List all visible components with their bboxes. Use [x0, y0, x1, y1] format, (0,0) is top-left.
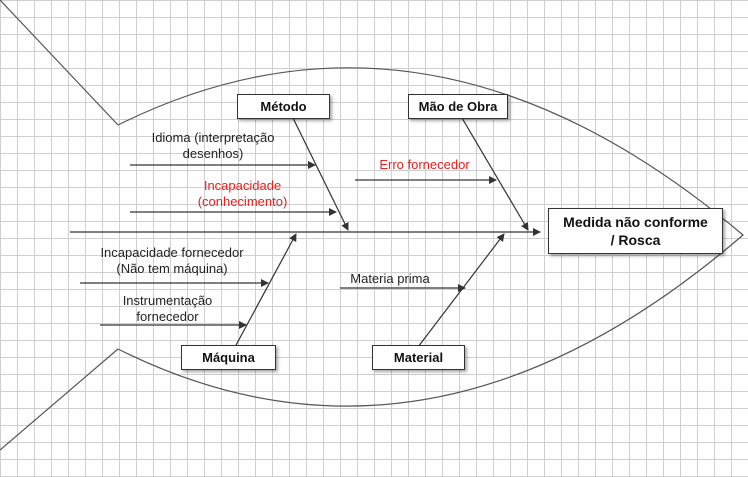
effect-line-1: Medida não conforme — [563, 214, 708, 230]
cause-instrumentacao-line-1: Instrumentação — [122, 293, 213, 308]
cause-idioma-line-1: Idioma (interpretação — [151, 130, 275, 145]
cause-incapacidade-line-2: (conhecimento) — [197, 194, 288, 209]
category-maquina: Máquina — [181, 345, 276, 370]
cause-instrumentacao: Instrumentação fornecedor — [100, 293, 235, 325]
cause-erro-fornecedor: Erro fornecedor — [379, 157, 470, 172]
fish-tail-upper — [0, 0, 119, 126]
cause-incapacidade-fornecedor-line-1: Incapacidade fornecedor — [100, 245, 244, 260]
cause-instrumentacao-line-2: fornecedor — [136, 309, 199, 324]
bone-mao-de-obra — [461, 117, 529, 231]
bone-metodo — [292, 117, 349, 231]
category-mao-de-obra: Mão de Obra — [408, 94, 508, 119]
fish-tail-lower — [0, 348, 119, 451]
cause-idioma: Idioma (interpretação desenhos) — [128, 130, 298, 162]
effect-head-box: Medida não conforme / Rosca — [548, 208, 723, 254]
category-material: Material — [372, 345, 465, 370]
cause-incapacidade-line-1: Incapacidade — [203, 178, 282, 193]
bone-material — [417, 233, 505, 348]
fish-body-outline — [117, 67, 744, 407]
cause-incapacidade-fornecedor-line-2: (Não tem máquina) — [116, 261, 228, 276]
effect-line-2: / Rosca — [610, 232, 661, 248]
cause-incapacidade-fornecedor: Incapacidade fornecedor (Não tem máquina… — [82, 245, 262, 277]
cause-incapacidade: Incapacidade (conhecimento) — [175, 178, 310, 210]
category-metodo: Método — [237, 94, 330, 119]
cause-idioma-line-2: desenhos) — [182, 146, 244, 161]
cause-materia-prima: Materia prima — [350, 271, 430, 286]
